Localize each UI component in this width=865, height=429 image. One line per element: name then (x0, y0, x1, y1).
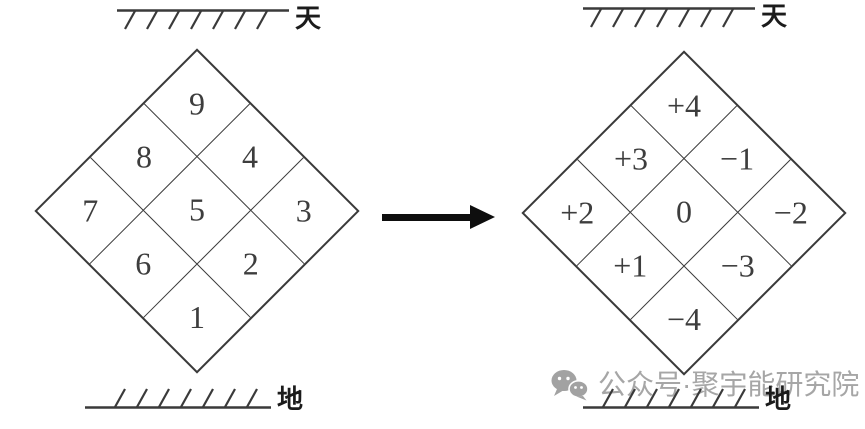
earth-label-left: 地 (277, 385, 304, 414)
cell-value: 5 (189, 192, 205, 229)
cell-value: −3 (720, 247, 755, 284)
cell-value: 1 (189, 299, 205, 336)
heaven-label-right: 天 (761, 2, 788, 31)
cell-value: 6 (135, 245, 152, 282)
cell-value: +2 (560, 194, 595, 231)
cell-value: +4 (666, 87, 702, 124)
cell-value: −4 (666, 301, 702, 338)
hatch-lines-icon (117, 9, 289, 30)
hatch-lines-icon (583, 7, 755, 28)
arrow-shaft (382, 214, 472, 221)
cell-value: 9 (189, 85, 205, 122)
grid-diamond-left: 9 4 3 8 5 2 7 6 1 (34, 48, 360, 374)
cell-value: −1 (720, 141, 755, 178)
cell-value: 0 (676, 194, 692, 231)
arrow-head-icon (470, 205, 495, 229)
cell-value: 8 (135, 139, 152, 176)
hatch-lines-icon (583, 388, 759, 409)
ground-hatch-right: 地 (583, 387, 791, 413)
cell-value: 2 (242, 245, 259, 282)
hatch-lines-icon (85, 388, 271, 409)
watermark: 公众号·聚宇能研究院 (550, 369, 859, 401)
cell-value: +3 (613, 141, 648, 178)
transform-arrow (382, 205, 496, 230)
cell-value: −2 (773, 194, 808, 231)
wechat-icon (551, 370, 589, 401)
ceiling-hatch-left: 天 (117, 4, 322, 33)
cell-value: 4 (242, 139, 259, 176)
watermark-text: 公众号·聚宇能研究院 (598, 369, 860, 400)
grid-diamond-right: +4 −1 −2 +3 0 −3 +2 +1 −4 (521, 50, 847, 376)
heaven-label-left: 天 (295, 4, 322, 33)
earth-label-right: 地 (765, 385, 792, 414)
cell-value: 7 (82, 192, 99, 229)
cell-value: 3 (295, 192, 312, 229)
ceiling-hatch-right: 天 (583, 2, 788, 31)
ground-hatch-left: 地 (85, 387, 303, 413)
cell-value: +1 (613, 247, 648, 284)
